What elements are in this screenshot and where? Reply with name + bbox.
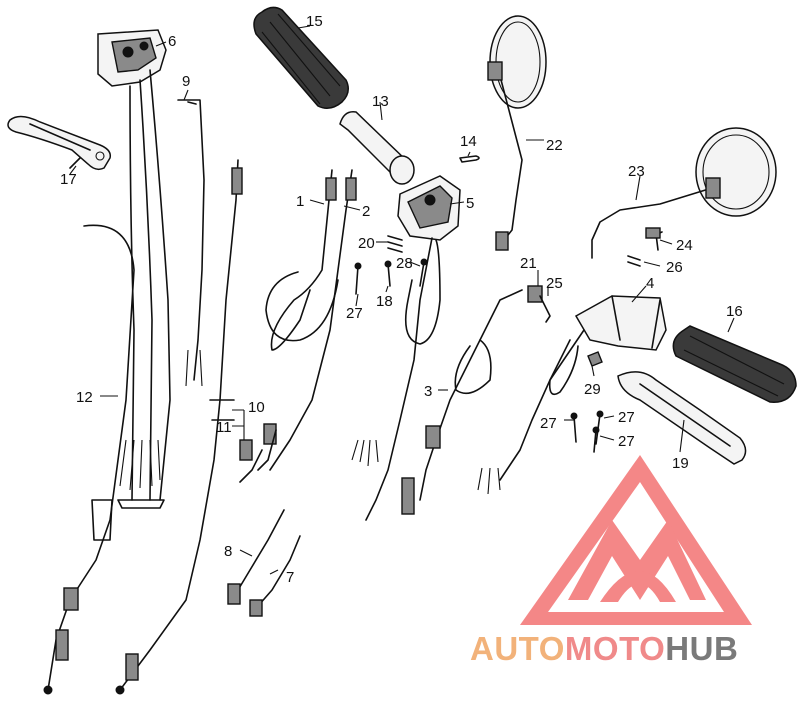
part-28-screw <box>419 258 428 287</box>
part-27-screw-left <box>354 262 362 295</box>
part-21-bracket <box>527 285 543 303</box>
callout-5: 5 <box>466 195 474 212</box>
part-12-cable <box>43 224 135 695</box>
logo-m-shape <box>568 520 706 600</box>
part-15-grip <box>253 6 349 109</box>
part-20-spring <box>387 235 403 253</box>
callout-8: 8 <box>224 543 232 560</box>
part-10-11-cables <box>115 159 243 695</box>
part-19-brake-lever <box>617 371 747 465</box>
part-18-screw <box>384 260 392 287</box>
callout-6: 6 <box>168 33 176 50</box>
callout-1: 1 <box>296 193 304 210</box>
part-4-master-cylinder <box>477 295 667 495</box>
callout-4: 4 <box>646 275 654 292</box>
callout-2: 2 <box>362 203 370 220</box>
watermark-auto: AUTO <box>470 630 565 667</box>
part-13-throttle-tube <box>339 111 415 185</box>
leader-lines <box>69 25 735 575</box>
watermark-hub: HUB <box>665 630 738 667</box>
callout-25: 25 <box>546 275 563 292</box>
watermark-text: AUTOMOTOHUB <box>470 630 738 667</box>
callout-28: 28 <box>396 255 413 272</box>
part-23-mirror-right <box>591 127 777 259</box>
callout-22: 22 <box>546 137 563 154</box>
callout-27-d: 27 <box>618 433 635 450</box>
part-17-clutch-lever <box>7 115 112 171</box>
part-16-grip <box>672 325 797 403</box>
callout-14: 14 <box>460 133 477 150</box>
part-14-clip <box>459 155 480 163</box>
callout-12: 12 <box>76 389 93 406</box>
callout-29: 29 <box>584 381 601 398</box>
part-26-washer <box>627 255 641 267</box>
callout-15: 15 <box>306 13 323 30</box>
part-29-nut <box>587 351 603 367</box>
callout-18: 18 <box>376 293 393 310</box>
callout-20: 20 <box>358 235 375 252</box>
callout-17: 17 <box>60 171 77 188</box>
callout-16: 16 <box>726 303 743 320</box>
part-22-mirror-left <box>487 15 547 251</box>
part-8-switch-wire <box>227 509 285 605</box>
callout-3: 3 <box>424 383 432 400</box>
logo-g-shape <box>600 571 676 602</box>
callout-26: 26 <box>666 259 683 276</box>
callout-23: 23 <box>628 163 645 180</box>
callout-21: 21 <box>520 255 537 272</box>
part-9-cable <box>177 99 205 387</box>
callout-27-c: 27 <box>618 409 635 426</box>
callout-24: 24 <box>676 237 693 254</box>
part-5-right-switch <box>351 175 461 521</box>
callout-13: 13 <box>372 93 389 110</box>
callout-labels: 1 2 3 4 5 6 7 8 9 10 11 12 13 14 15 16 1… <box>60 13 743 586</box>
watermark-moto: MOTO <box>565 630 665 667</box>
part-24-bolt <box>645 227 663 251</box>
callout-19: 19 <box>672 455 689 472</box>
callout-10: 10 <box>248 399 265 416</box>
callout-27-a: 27 <box>346 305 363 322</box>
part-7-switch-wire <box>249 535 301 617</box>
callout-27-b: 27 <box>540 415 557 432</box>
callout-9: 9 <box>182 73 190 90</box>
callout-7: 7 <box>286 569 294 586</box>
part-1-2-throttle-cables <box>239 169 357 483</box>
part-6-left-switch <box>97 29 171 509</box>
callout-11: 11 <box>216 419 232 436</box>
automotohub-logo <box>520 455 752 625</box>
part-3-cable <box>401 289 523 515</box>
part-27-screws-right <box>570 410 604 453</box>
part-25-clamp <box>539 295 551 323</box>
